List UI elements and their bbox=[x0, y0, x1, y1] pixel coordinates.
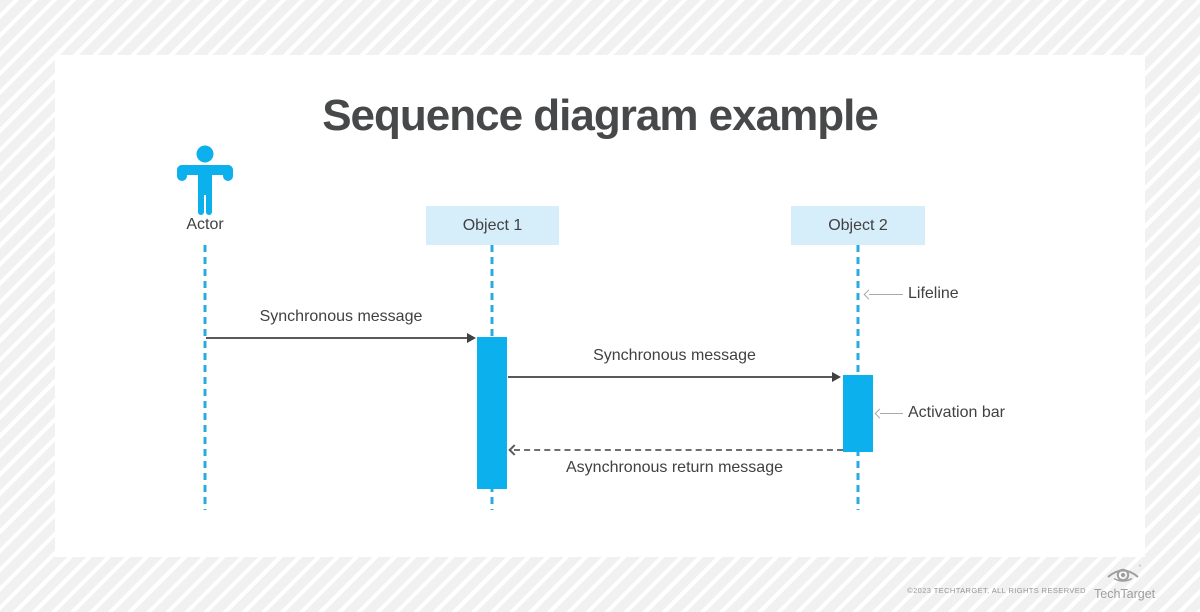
message2-label: Synchronous message bbox=[593, 347, 756, 364]
activation-annotation-arrow-icon bbox=[874, 408, 885, 419]
object1-activation-bar bbox=[477, 337, 507, 489]
lifeline-annotation-arrow-icon bbox=[863, 289, 874, 300]
message2-line bbox=[508, 376, 833, 378]
message1-arrowhead-icon bbox=[467, 333, 476, 343]
page-title: Sequence diagram example bbox=[322, 91, 879, 140]
object2-label: Object 2 bbox=[828, 216, 888, 234]
message1-line bbox=[206, 337, 468, 339]
footer: ©2023 TECHTARGET, ALL RIGHTS RESERVED ™ … bbox=[907, 563, 1156, 601]
lifeline-annotation-line bbox=[869, 294, 903, 295]
message3-label: Asynchronous return message bbox=[566, 459, 783, 476]
object2-activation-bar bbox=[843, 375, 873, 452]
actor-label: Actor bbox=[186, 216, 224, 233]
eye-icon: ™ bbox=[1107, 564, 1143, 582]
message3-line bbox=[514, 449, 843, 451]
lifeline-annotation-label: Lifeline bbox=[908, 285, 959, 302]
diagram-panel: Sequence diagram example Actor Object 1 … bbox=[55, 55, 1145, 557]
techtarget-logo: ™ TechTarget bbox=[1094, 563, 1156, 601]
actor-icon bbox=[176, 145, 234, 222]
svg-text:™: ™ bbox=[1138, 564, 1141, 569]
message3-arrowhead-icon bbox=[508, 444, 520, 456]
message2-arrowhead-icon bbox=[832, 372, 841, 382]
activation-annotation-line bbox=[880, 413, 903, 414]
message1-label: Synchronous message bbox=[259, 308, 423, 325]
object1-box: Object 1 bbox=[426, 206, 559, 245]
object2-box: Object 2 bbox=[791, 206, 925, 245]
object1-label: Object 1 bbox=[462, 216, 523, 234]
copyright-text: ©2023 TECHTARGET, ALL RIGHTS RESERVED bbox=[907, 585, 1086, 595]
actor-lifeline bbox=[203, 245, 207, 515]
activation-annotation-label: Activation bar bbox=[908, 404, 1005, 421]
brand-text: TechTarget bbox=[1094, 587, 1156, 601]
